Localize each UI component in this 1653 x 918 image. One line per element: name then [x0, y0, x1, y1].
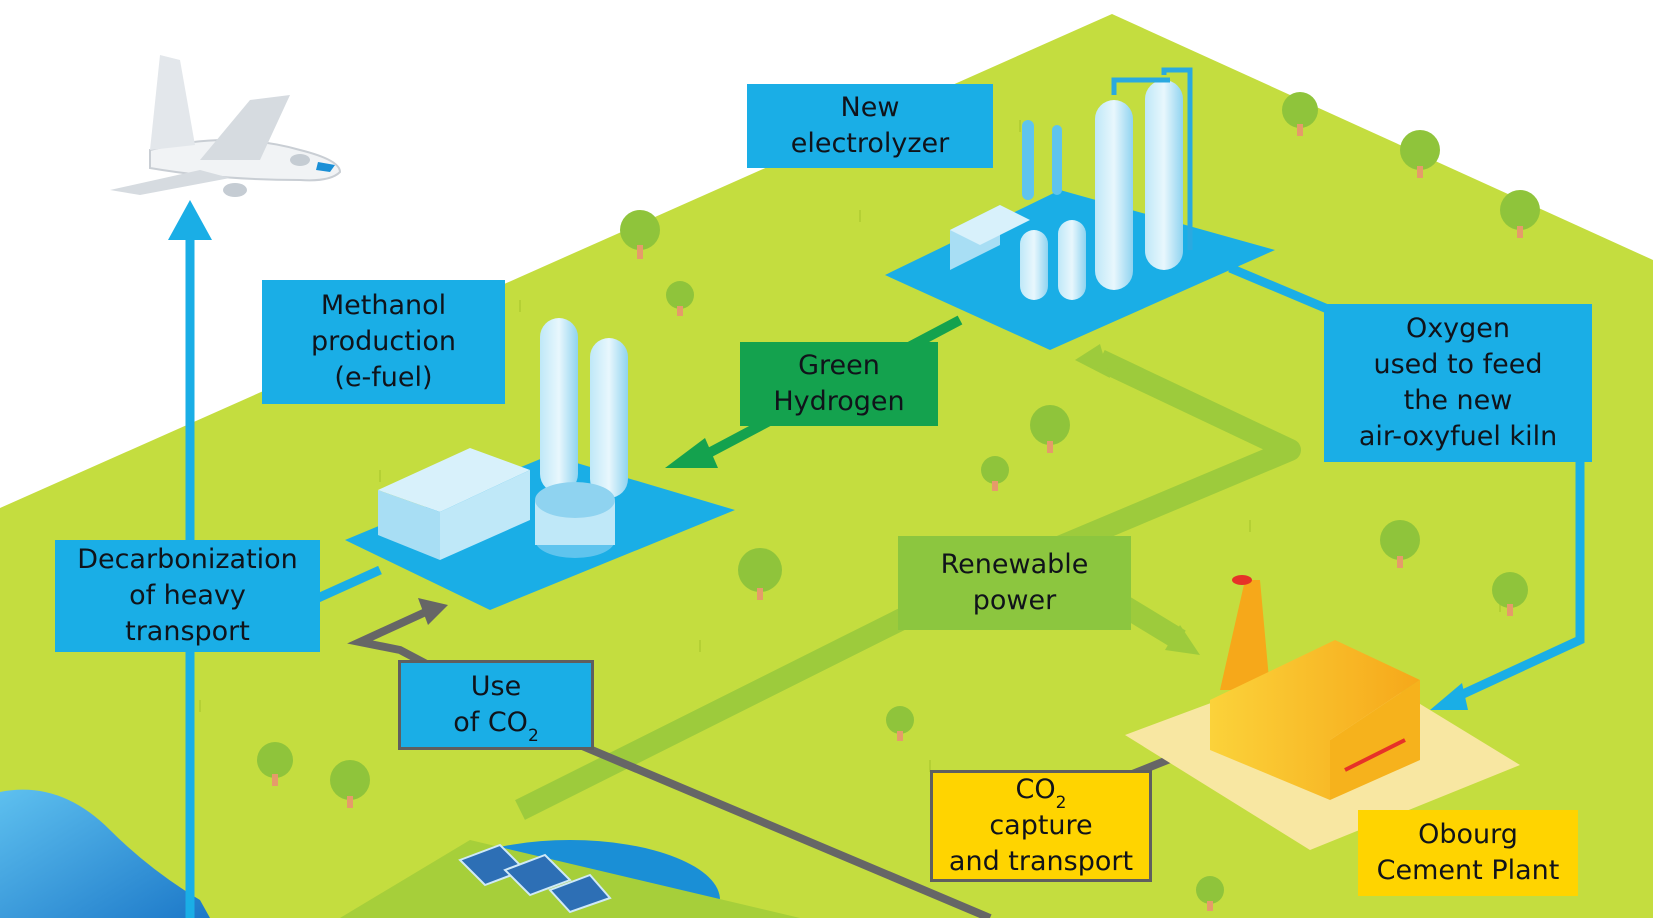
- label-line: Oxygen: [1405, 313, 1511, 344]
- label-line: CO2: [949, 772, 1133, 812]
- solar-farm-icon: [458, 843, 612, 914]
- label-line: Methanol: [320, 290, 447, 321]
- label-line: used to feed: [1373, 349, 1543, 380]
- label-line: Decarbonization: [77, 544, 298, 575]
- label-oxygen: Oxygen used to feed the new air-oxyfuel …: [1324, 304, 1592, 462]
- sea: [0, 789, 210, 918]
- cement-plant-icon: [1210, 575, 1420, 800]
- label-green-hydrogen: Green Hydrogen: [740, 342, 938, 426]
- label-line: Green: [798, 350, 880, 381]
- label-line: capture: [989, 810, 1093, 841]
- subscript: 2: [1055, 793, 1067, 814]
- label-line: Renewable: [940, 549, 1089, 580]
- label-line: power: [972, 585, 1057, 616]
- label-line: of CO2: [453, 705, 539, 745]
- label-new-electrolyzer: New electrolyzer: [747, 84, 993, 168]
- label-decarbonization: Decarbonization of heavy transport: [55, 540, 320, 652]
- label-line: air-oxyfuel kiln: [1358, 421, 1558, 452]
- airplane-icon: [110, 55, 342, 197]
- label-text: CO: [1015, 774, 1056, 805]
- tree-icon: [257, 92, 1540, 911]
- label-line: Obourg: [1418, 819, 1518, 850]
- label-renewable-power: Renewable power: [898, 536, 1131, 630]
- label-line: transport: [125, 616, 250, 647]
- label-line: New: [840, 92, 900, 123]
- label-co2-capture: CO2 capture and transport: [930, 770, 1152, 882]
- label-line: and transport: [948, 846, 1134, 877]
- label-text: of CO: [453, 707, 528, 738]
- label-line: of heavy: [129, 580, 246, 611]
- co2-path: [347, 606, 992, 918]
- label-line: production: [311, 326, 456, 357]
- methanol-plant-icon: [378, 318, 628, 560]
- label-obourg: Obourg Cement Plant: [1358, 810, 1578, 896]
- label-methanol-production: Methanol production (e-fuel): [262, 280, 505, 404]
- up-arrow: [168, 200, 212, 240]
- label-line: Use: [470, 671, 522, 702]
- label-line: Cement Plant: [1376, 855, 1560, 886]
- label-use-co2: Use of CO2: [398, 660, 594, 750]
- label-line: Hydrogen: [773, 386, 905, 417]
- label-line: electrolyzer: [790, 128, 950, 159]
- electrolyzer-icon: [950, 67, 1193, 300]
- label-line: the new: [1403, 385, 1513, 416]
- subscript: 2: [527, 726, 539, 747]
- label-line: (e-fuel): [334, 362, 433, 393]
